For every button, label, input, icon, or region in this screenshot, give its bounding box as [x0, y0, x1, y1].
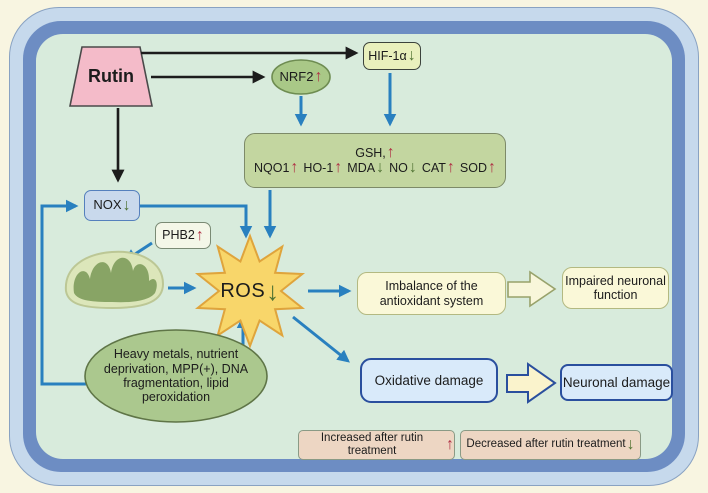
phb2-label: PHB2: [162, 228, 195, 243]
nox-label: NOX: [93, 197, 122, 213]
legend-decreased: Decreased after rutin treatment ↓: [460, 430, 641, 460]
marker-ho1: HO-1↑: [303, 158, 343, 176]
stressors-node: Heavy metals, nutrient deprivation, MPP(…: [92, 343, 260, 409]
markers-row-1: GSH,↑: [355, 144, 395, 162]
nrf2-ellipse-shape: [271, 59, 331, 95]
decrease-arrow-icon: ↓: [376, 158, 385, 176]
rutin-node: Rutin: [70, 47, 152, 106]
neuronal-damage-node: Neuronal damage: [560, 364, 673, 401]
nox-node: NOX ↓: [84, 190, 140, 221]
impaired-label: Impaired neuronal function: [565, 273, 666, 302]
oxidative-damage-label: Oxidative damage: [374, 372, 484, 388]
block-arrow-imbalance-to-impaired: [507, 270, 557, 308]
rutin-trapezoid-shape: [69, 46, 153, 107]
marker-gsh-label: GSH,: [355, 146, 386, 161]
nrf2-label: NRF2: [279, 68, 314, 84]
marker-sod: SOD↑: [459, 158, 496, 176]
markers-row-2: NQO1↑ HO-1↑ MDA↓ NO↓ CAT↑ SOD↑: [253, 158, 496, 176]
marker-mda: MDA↓: [347, 158, 385, 176]
oxidative-markers-box: GSH,↑ NQO1↑ HO-1↑ MDA↓ NO↓ CAT↑ SOD↑: [244, 133, 506, 188]
ros-starburst-shape: [194, 233, 306, 349]
increase-arrow-icon: ↑: [446, 158, 455, 176]
block-arrow-oxidative-to-neuronal: [506, 362, 557, 404]
phb2-node: PHB2 ↑: [155, 222, 211, 249]
impaired-node: Impaired neuronal function: [562, 267, 669, 309]
decrease-arrow-icon: ↓: [408, 158, 417, 176]
arrow-nox-to-ros: [140, 204, 253, 239]
rutin-label: Rutin: [88, 66, 134, 87]
marker-mda-label: MDA: [347, 160, 376, 175]
imbalance-label: Imbalance of the antioxidant system: [379, 279, 484, 308]
increase-arrow-icon: ↑: [290, 158, 299, 176]
arrow-stressors-loop-to-nox: [40, 199, 86, 386]
mitochondrion-cristae: [73, 257, 157, 303]
stressors-ellipse-shape: [84, 329, 268, 423]
hif1a-node: HIF-1α ↓: [363, 42, 421, 70]
marker-no-label: NO: [389, 160, 408, 175]
nrf2-node: NRF2 ↑: [279, 68, 323, 85]
marker-gsh: GSH,↑: [355, 144, 395, 162]
ros-label: ROS: [220, 279, 266, 302]
marker-sod-label: SOD: [459, 160, 487, 175]
oxidative-damage-node: Oxidative damage: [360, 358, 498, 403]
increase-arrow-icon: ↑: [488, 158, 496, 176]
legend-increased: Increased after rutin treatment ↑: [298, 430, 455, 460]
marker-no: NO↓: [389, 158, 417, 176]
marker-nqo1-label: NQO1: [253, 160, 290, 175]
legend-increased-label: Increased after rutin treatment: [320, 431, 424, 457]
legend-decreased-label: Decreased after rutin treatment: [466, 438, 626, 451]
ros-node: ROS ↓: [220, 276, 280, 306]
marker-nqo1: NQO1↑: [253, 158, 299, 176]
stressors-label: Heavy metals, nutrient deprivation, MPP(…: [103, 347, 249, 405]
increase-arrow-icon: ↑: [334, 158, 343, 176]
marker-cat: CAT↑: [421, 158, 455, 176]
marker-cat-label: CAT: [421, 160, 446, 175]
increase-arrow-icon: ↑: [386, 144, 395, 162]
neuronal-damage-label: Neuronal damage: [562, 374, 671, 390]
marker-ho1-label: HO-1: [303, 160, 334, 175]
arrow-ros-to-oxidative-damage: [292, 315, 350, 363]
hif1a-label: HIF-1α: [368, 48, 407, 63]
imbalance-node: Imbalance of the antioxidant system: [357, 272, 506, 315]
